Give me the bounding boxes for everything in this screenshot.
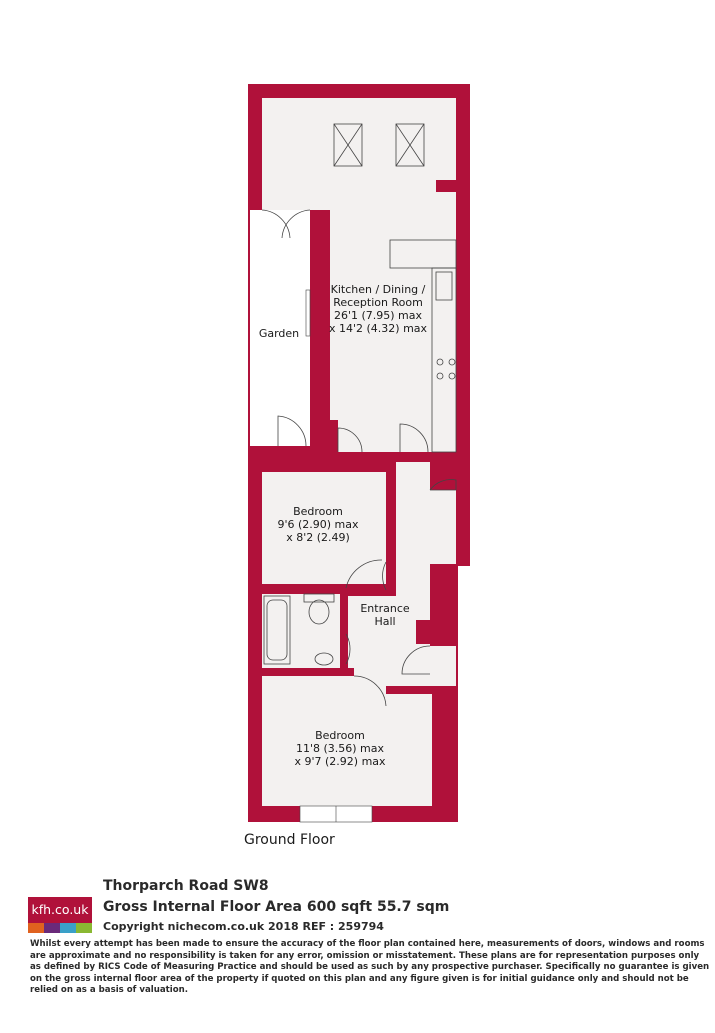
kitchen-label-2: Reception Room	[333, 296, 423, 309]
entrance-label-1: Entrance	[360, 602, 410, 615]
kitchen-counters	[389, 239, 457, 453]
bedroom2-label-2: 11'8 (3.56) max	[296, 742, 385, 755]
logo-text: kfh.co.uk	[28, 897, 92, 923]
logo-bar-purple	[44, 923, 60, 933]
bedroom2-label-1: Bedroom	[315, 729, 365, 742]
floor-area: Gross Internal Floor Area 600 sqft 55.7 …	[103, 899, 450, 915]
logo-bar-blue	[60, 923, 76, 933]
skylights	[333, 123, 425, 167]
bedroom2-label-3: x 9'7 (2.92) max	[294, 755, 386, 768]
kitchen-label-4: x 14'2 (4.32) max	[329, 322, 428, 335]
bedroom1-label-3: x 8'2 (2.49)	[286, 531, 350, 544]
bedroom1-label-2: 9'6 (2.90) max	[277, 518, 359, 531]
property-address: Thorparch Road SW8	[103, 878, 269, 894]
kitchen-label-3: 26'1 (7.95) max	[334, 309, 423, 322]
kfh-logo: kfh.co.uk	[28, 897, 92, 933]
bathroom-fixtures	[263, 593, 335, 666]
room-labels: Kitchen / Dining / Reception Room 26'1 (…	[259, 283, 428, 768]
floor-areas	[250, 98, 456, 806]
floor-label: Ground Floor	[244, 832, 335, 848]
doors	[261, 209, 457, 707]
logo-bar-green	[76, 923, 92, 933]
logo-bars	[28, 923, 92, 933]
floor-plan: Kitchen / Dining / Reception Room 26'1 (…	[248, 84, 470, 823]
garden-label: Garden	[259, 327, 299, 340]
windows	[299, 289, 373, 823]
disclaimer-text: Whilst every attempt has been made to en…	[30, 939, 710, 996]
entrance-label-2: Hall	[374, 615, 395, 628]
internal-walls	[248, 180, 460, 694]
kitchen-label-1: Kitchen / Dining /	[331, 283, 426, 296]
logo-bar-orange	[28, 923, 44, 933]
copyright-line: Copyright nichecom.co.uk 2018 REF : 2597…	[103, 920, 384, 933]
bedroom1-label-1: Bedroom	[293, 505, 343, 518]
